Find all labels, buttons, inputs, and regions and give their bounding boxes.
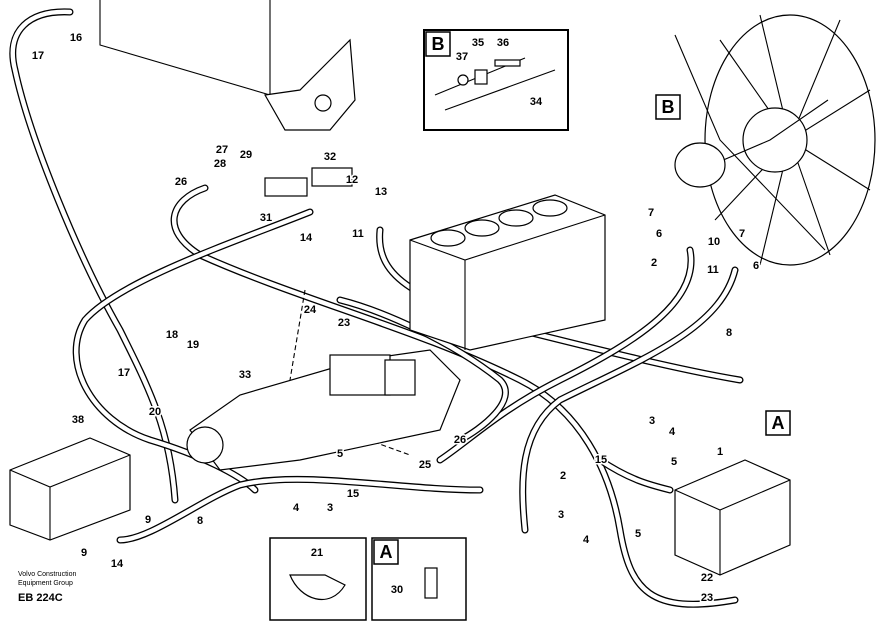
callout-15: 15 [595, 454, 607, 466]
callout-3: 3 [558, 509, 564, 521]
callout-16: 16 [70, 32, 82, 44]
callout-7: 7 [739, 228, 745, 240]
callout-23: 23 [338, 317, 350, 329]
svg-text:A: A [772, 413, 785, 433]
manifold-block [264, 177, 308, 197]
callout-5: 5 [337, 448, 343, 460]
callout-4: 4 [669, 426, 676, 438]
callout-14: 14 [300, 232, 313, 244]
callout-5: 5 [635, 528, 641, 540]
callout-35: 35 [472, 37, 484, 49]
callout-23: 23 [701, 592, 713, 604]
control-valve [674, 459, 791, 576]
drawing-code: EB 224C [18, 592, 63, 604]
callout-29: 29 [240, 149, 252, 161]
callout-11: 11 [352, 228, 364, 240]
svg-text:B: B [662, 97, 675, 117]
callout-38: 38 [72, 414, 84, 426]
callout-20: 20 [149, 406, 161, 418]
detail-a-valve-label: A [765, 410, 791, 436]
svg-text:A: A [380, 542, 393, 562]
callout-3: 3 [649, 415, 655, 427]
hydraulic-pump [186, 349, 461, 471]
manifold-block [311, 167, 353, 187]
company-line-1: Volvo Construction [18, 571, 77, 578]
callout-17: 17 [32, 50, 44, 62]
callout-4: 4 [293, 502, 300, 514]
callout-4: 4 [583, 534, 590, 546]
callout-21: 21 [311, 547, 323, 559]
callout-9: 9 [145, 514, 151, 526]
hydraulic-tank [99, 0, 356, 131]
callout-13: 13 [375, 186, 387, 198]
callout-2: 2 [651, 257, 657, 269]
callout-24: 24 [304, 304, 317, 316]
callout-7: 7 [648, 207, 654, 219]
callout-3: 3 [327, 502, 333, 514]
callout-6: 6 [656, 228, 662, 240]
callout-30: 30 [391, 584, 403, 596]
callout-18: 18 [166, 329, 178, 341]
callout-27: 27 [216, 144, 228, 156]
callout-26: 26 [454, 434, 466, 446]
callout-32: 32 [324, 151, 336, 163]
callout-28: 28 [214, 158, 226, 170]
callout-15: 15 [347, 488, 359, 500]
callout-1: 1 [717, 446, 723, 458]
callout-12: 12 [346, 174, 358, 186]
callout-2: 2 [560, 470, 566, 482]
callout-31: 31 [260, 212, 272, 224]
callout-14: 14 [111, 558, 124, 570]
callout-19: 19 [187, 339, 199, 351]
detail-b-inset: B [423, 29, 569, 131]
callout-25: 25 [419, 459, 431, 471]
callout-10: 10 [708, 236, 720, 248]
callout-6: 6 [753, 260, 759, 272]
callout-26: 26 [175, 176, 187, 188]
engine-block [409, 194, 606, 351]
oil-cooler [9, 437, 131, 541]
callout-34: 34 [530, 96, 543, 108]
cooling-fan [674, 14, 876, 266]
callout-8: 8 [197, 515, 203, 527]
callout-5: 5 [671, 456, 677, 468]
detail-21-inset [269, 537, 367, 621]
detail-b-label: B [432, 34, 445, 54]
callout-33: 33 [239, 369, 251, 381]
callout-36: 36 [497, 37, 509, 49]
callout-37: 37 [456, 51, 468, 63]
hoses [9, 8, 744, 608]
callout-17: 17 [118, 367, 130, 379]
detail-a-inset: A [371, 537, 467, 621]
callout-8: 8 [726, 327, 732, 339]
detail-b-fan-label: B [655, 94, 681, 120]
callout-11: 11 [707, 264, 719, 276]
company-line-2: Equipment Group [18, 580, 73, 587]
callout-9: 9 [81, 547, 87, 559]
callout-22: 22 [701, 572, 713, 584]
